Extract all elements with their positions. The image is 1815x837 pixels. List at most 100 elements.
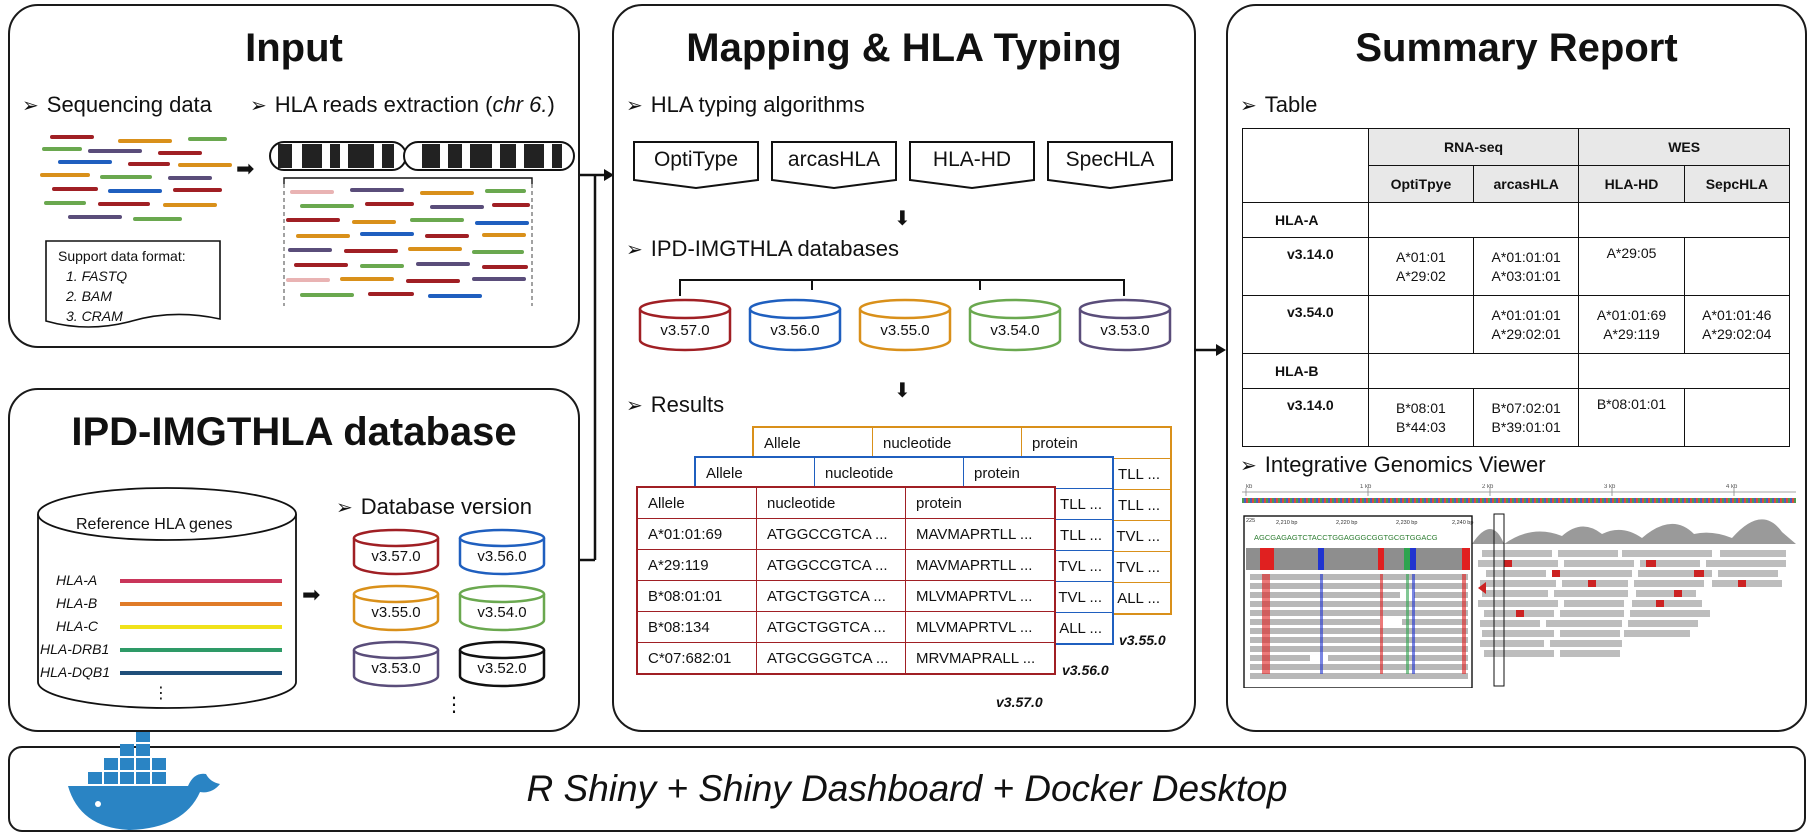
gene-more: ⋮	[153, 685, 169, 702]
arrow-bullet-icon: ➢	[250, 95, 267, 117]
right-arrow-icon: ➡	[236, 156, 255, 181]
igv-ruler-label: 3 kb	[1604, 484, 1616, 490]
database-title: IPD-IMGTHLA database	[71, 410, 517, 454]
db-version-cylinder: v3.54.0	[968, 298, 1062, 352]
igv-screenshot: kb 1 kb 2 kb 3 kb 4 kb	[1242, 484, 1796, 688]
algorithm-hla-hd: HLA-HD	[908, 140, 1036, 190]
db-version-cylinder: v3.53.0	[352, 640, 440, 688]
results-cell: A*01:01:69	[636, 518, 757, 550]
igv-ruler-label: 1 kb	[1360, 484, 1372, 490]
version-row-label: v3.14.0	[1242, 388, 1369, 447]
right-arrow-icon: ➡	[302, 582, 321, 607]
results-cell: ATGCTGGTCA ...	[756, 580, 906, 612]
tool-header: OptiTpye	[1367, 165, 1475, 203]
reference-database-cylinder-icon	[37, 487, 297, 709]
results-cell: ATGGCCGTCA ...	[756, 549, 906, 581]
down-arrow-icon: ⬇	[894, 208, 911, 230]
summary-cell: B*08:01:01	[1578, 388, 1685, 447]
igv-ruler-label: 2 kb	[1482, 484, 1494, 490]
db-version-cylinder: v3.52.0	[458, 640, 546, 688]
tool-header: arcasHLA	[1473, 165, 1580, 203]
hla-extraction-label: ➢HLA reads extraction (chr 6.)	[250, 92, 555, 117]
summary-cell: A*01:01 A*29:02	[1367, 237, 1475, 296]
igv-zoom-ruler-label: 2,220 bp	[1336, 520, 1357, 526]
igv-ruler-label: kb	[1246, 484, 1253, 490]
arrow-bullet-icon: ➢	[626, 239, 643, 261]
results-header: nucleotide	[814, 456, 964, 489]
down-arrow-icon: ⬇	[894, 380, 911, 402]
results-cell: C*07:682:01	[636, 642, 757, 675]
docker-whale-logo	[68, 732, 220, 830]
formats-title: Support data format:	[58, 248, 186, 264]
arrow-bullet-icon: ➢	[1240, 455, 1257, 477]
document-shape-icon	[45, 240, 221, 328]
gene-hla-drb1: HLA-DRB1	[40, 641, 110, 657]
results-label: ➢Results	[626, 392, 725, 417]
gene-hla-a: HLA-A	[56, 572, 98, 588]
summary-table: RNA-seq WES OptiTpye arcasHLA HLA-HD Sep…	[1242, 128, 1791, 447]
results-header: protein	[963, 456, 1114, 489]
tool-header: SepcHLA	[1683, 165, 1791, 203]
arrow-bullet-icon: ➢	[1240, 95, 1257, 117]
summary-cell: B*07:02:01 B*39:01:01	[1473, 388, 1580, 447]
arrow-bullet-icon: ➢	[22, 95, 39, 117]
mapping-title: Mapping & HLA Typing	[686, 26, 1122, 70]
format-cram: 3. CRAM	[66, 308, 123, 324]
results-header: Allele	[694, 456, 815, 489]
summary-cell: A*29:05	[1578, 237, 1685, 296]
sequencing-reads-graphic	[40, 135, 232, 221]
results-cell: MAVMAPRTLL ...	[905, 549, 1056, 581]
databases-label: ➢IPD-IMGTHLA databases	[626, 236, 899, 261]
db-version-cylinder: v3.55.0	[858, 298, 952, 352]
results-header: protein	[905, 486, 1056, 519]
igv-zoom-ruler-label: 2,210 bp	[1276, 520, 1297, 526]
results-header: protein	[1021, 426, 1172, 459]
results-header: nucleotide	[872, 426, 1022, 459]
table-label: ➢Table	[1240, 92, 1318, 117]
results-table-v3570: Allele nucleotide protein A*01:01:69 ATG…	[636, 486, 1056, 675]
results-cell: ATGCTGGTCA ...	[756, 611, 906, 643]
flow-connector	[1194, 344, 1226, 356]
results-header: Allele	[752, 426, 873, 459]
version-row-label: v3.54.0	[1242, 295, 1369, 354]
summary-cell	[1683, 237, 1791, 296]
footer-text: R Shiny + Shiny Dashboard + Docker Deskt…	[526, 768, 1288, 809]
igv-label: ➢Integrative Genomics Viewer	[1240, 452, 1546, 477]
format-bam: 2. BAM	[66, 288, 112, 304]
reference-genes-label: Reference HLA genes	[76, 516, 233, 533]
db-version-cylinder: v3.55.0	[352, 584, 440, 632]
summary-cell: A*01:01:01 A*29:02:01	[1473, 295, 1580, 354]
igv-ruler-label: 4 kb	[1726, 484, 1738, 490]
results-cell: A*29:119	[636, 549, 757, 581]
summary-panel: Summary Report ➢Table RNA-seq WES OptiTp…	[1226, 4, 1807, 732]
algorithm-spechla: SpecHLA	[1046, 140, 1174, 190]
results-cell: MAVMAPRTLL ...	[905, 518, 1056, 550]
db-version-cylinder: v3.54.0	[458, 584, 546, 632]
gene-row-label: HLA-A	[1242, 202, 1369, 238]
igv-zoom-ruler-label: 2,240 bp	[1452, 520, 1473, 526]
algorithm-arcashla: arcasHLA	[770, 140, 898, 190]
mapping-panel: Mapping & HLA Typing ➢HLA typing algorit…	[612, 4, 1196, 732]
gene-hla-dqb1: HLA-DQB1	[40, 664, 111, 680]
database-bracket	[679, 279, 1125, 296]
summary-cell: A*01:01:69 A*29:119	[1578, 295, 1685, 354]
results-cell: B*08:01:01	[636, 580, 757, 612]
db-version-cylinder: v3.57.0	[352, 528, 440, 576]
results-cell: B*08:134	[636, 611, 757, 643]
chromosome-6-graphic	[269, 141, 575, 306]
database-panel: IPD-IMGTHLA database Reference HLA genes…	[8, 388, 580, 732]
igv-zoom-ruler-label: 2,230 bp	[1396, 520, 1417, 526]
summary-cell: A*01:01:01 A*03:01:01	[1473, 237, 1580, 296]
results-header: nucleotide	[756, 486, 906, 519]
gene-hla-c: HLA-C	[56, 618, 99, 634]
summary-cell	[1683, 388, 1791, 447]
database-version-label: ➢Database version	[336, 494, 532, 519]
tool-header: HLA-HD	[1578, 165, 1685, 203]
group-header-rna-seq: RNA-seq	[1367, 128, 1580, 166]
gene-hla-b: HLA-B	[56, 595, 98, 611]
results-cell: MRVMAPRALL ...	[905, 642, 1056, 675]
sequencing-data-label: ➢Sequencing data	[22, 92, 212, 117]
results-version-label: v3.56.0	[1062, 662, 1109, 678]
arrow-bullet-icon: ➢	[336, 497, 353, 519]
footer-bar: R Shiny + Shiny Dashboard + Docker Deskt…	[8, 732, 1806, 832]
